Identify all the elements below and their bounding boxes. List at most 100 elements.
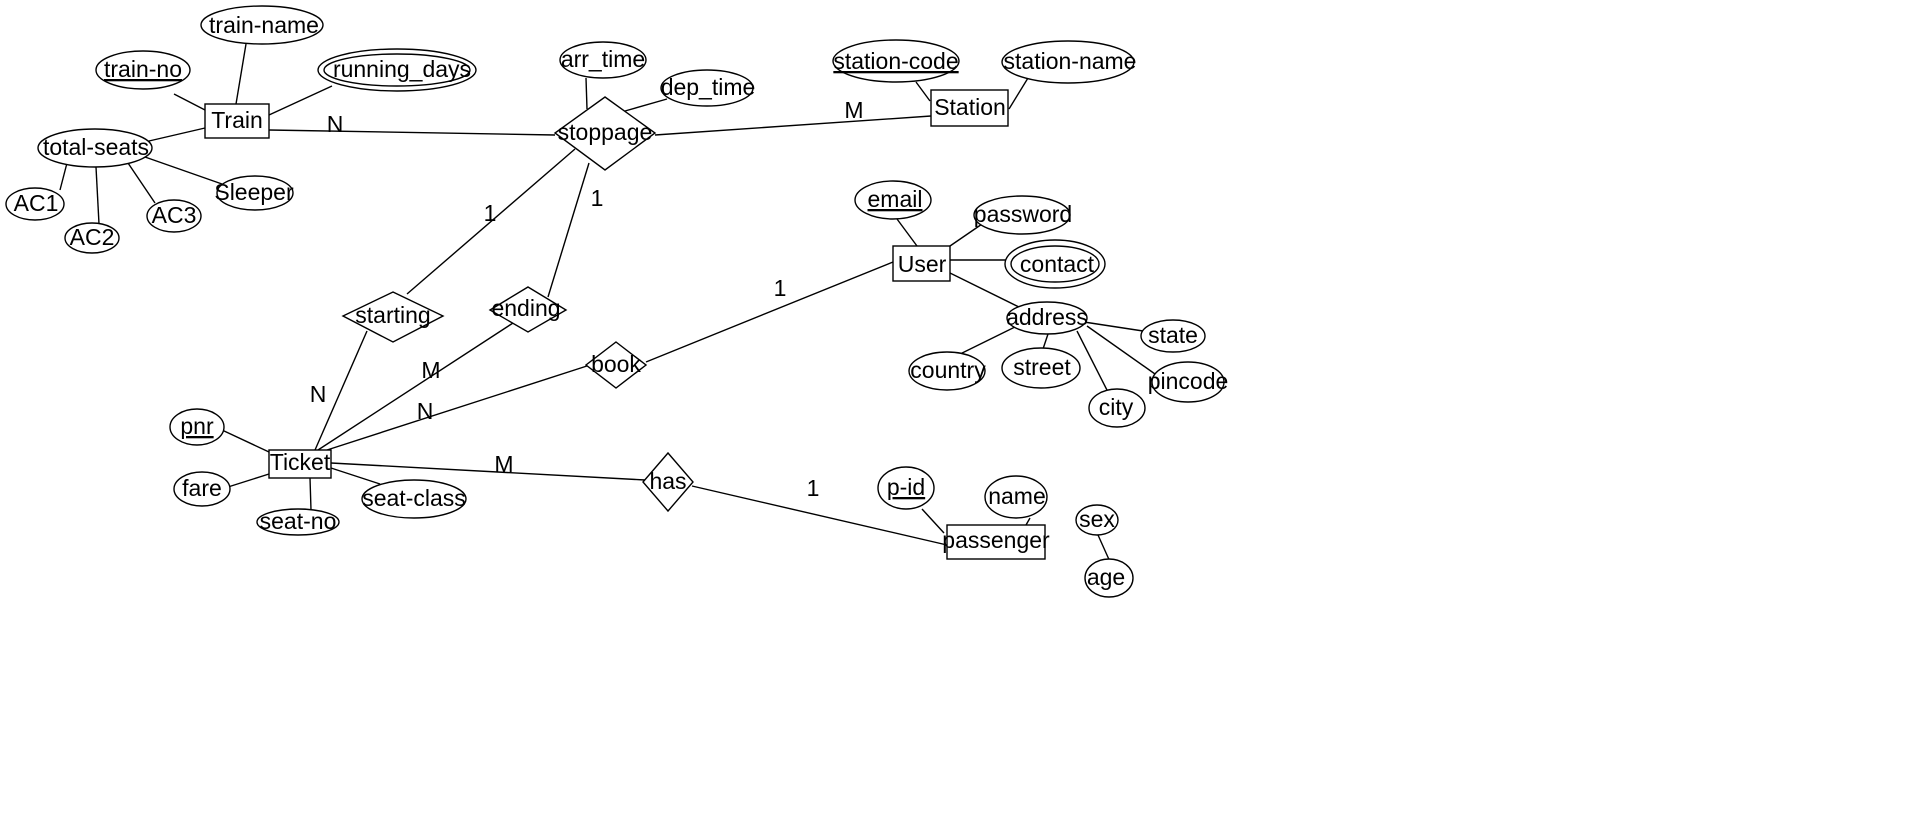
cardinalities: N M 1 1 N M 1 N M 1: [310, 97, 864, 501]
edge: [645, 261, 894, 363]
attribute-train-no: train-no: [95, 50, 191, 90]
attribute-contact: contact: [1004, 239, 1106, 289]
edge: [949, 221, 986, 247]
attribute-running-days: running_days: [317, 48, 477, 92]
svg-text:address: address: [1006, 304, 1088, 330]
attribute-pnr: pnr: [169, 408, 225, 446]
svg-text:book: book: [591, 351, 641, 377]
edge: [1086, 325, 1156, 375]
edge: [326, 364, 591, 451]
cardinality-label: 1: [807, 475, 820, 501]
attribute-country: country: [908, 351, 986, 391]
svg-text:seat-no: seat-no: [260, 508, 337, 534]
cardinality-label: N: [327, 111, 344, 137]
edge: [127, 162, 156, 204]
svg-text:AC1: AC1: [14, 190, 59, 216]
relationships: stoppage starting ending book has: [341, 96, 694, 513]
svg-text:starting: starting: [355, 302, 430, 328]
edge: [330, 462, 646, 481]
cardinality-label: M: [844, 97, 863, 123]
svg-text:total-seats: total-seats: [43, 134, 149, 160]
relationship-book: book: [584, 341, 648, 389]
cardinality-label: N: [310, 381, 327, 407]
attribute-seat-class: seat-class: [361, 479, 467, 519]
attribute-email: email: [854, 180, 932, 220]
attribute-pincode: pincode: [1148, 361, 1229, 403]
cardinality-label: M: [494, 451, 513, 477]
cardinality-label: M: [421, 357, 440, 383]
attribute-p-id: p-id: [877, 466, 935, 510]
attribute-fare: fare: [173, 471, 231, 507]
edge: [406, 148, 576, 295]
svg-text:Ticket: Ticket: [270, 449, 331, 475]
edge: [624, 98, 668, 112]
svg-text:Station: Station: [934, 94, 1006, 120]
entity-passenger: passenger: [942, 524, 1050, 560]
edge: [59, 162, 68, 191]
edge: [921, 508, 945, 534]
edge: [1008, 77, 1029, 110]
edge: [144, 156, 223, 185]
attribute-ac3: AC3: [146, 199, 202, 233]
attribute-state: state: [1140, 319, 1206, 353]
svg-text:has: has: [649, 468, 686, 494]
attribute-ac1: AC1: [5, 187, 65, 221]
relationship-ending: ending: [488, 286, 568, 333]
svg-text:arr_time: arr_time: [561, 46, 645, 72]
svg-text:User: User: [898, 251, 947, 277]
edge: [330, 467, 381, 485]
svg-text:seat-class: seat-class: [362, 485, 466, 511]
edge: [95, 166, 100, 225]
edge: [949, 272, 1024, 310]
svg-text:age: age: [1087, 564, 1125, 590]
svg-text:train-no: train-no: [104, 56, 182, 82]
attribute-name: name: [984, 475, 1048, 519]
cardinality-label: 1: [591, 185, 604, 211]
svg-text:state: state: [1148, 322, 1198, 348]
svg-text:p-id: p-id: [887, 474, 925, 500]
entity-train: Train: [204, 103, 270, 139]
entity-user: User: [892, 245, 951, 282]
attribute-street: street: [1001, 347, 1081, 389]
edge: [896, 218, 918, 247]
relationship-stoppage: stoppage: [553, 96, 657, 171]
svg-text:station-name: station-name: [1004, 48, 1137, 74]
svg-text:street: street: [1013, 354, 1071, 380]
attribute-arr-time: arr_time: [559, 41, 647, 79]
edge: [691, 485, 948, 546]
attribute-ac2: AC2: [64, 222, 120, 254]
svg-text:Train: Train: [211, 107, 263, 133]
edge: [585, 77, 588, 110]
svg-text:running_days: running_days: [333, 56, 471, 82]
edge: [235, 43, 247, 105]
relationship-starting: starting: [341, 291, 445, 343]
attribute-age: age: [1084, 558, 1134, 598]
svg-text:passenger: passenger: [942, 527, 1050, 553]
svg-text:pnr: pnr: [180, 413, 214, 439]
svg-text:contact: contact: [1020, 251, 1095, 277]
svg-text:sex: sex: [1079, 506, 1115, 532]
attribute-station-name: station-name: [1001, 40, 1137, 84]
attribute-sleeper: Sleeper: [214, 175, 294, 211]
svg-text:email: email: [868, 186, 923, 212]
cardinality-label: N: [417, 398, 434, 424]
entities: Train Station User Ticket passenger: [204, 89, 1050, 560]
svg-text:dep_time: dep_time: [661, 74, 756, 100]
edge: [314, 330, 368, 451]
edge: [227, 473, 270, 488]
edge: [173, 93, 206, 111]
edge: [951, 325, 1018, 359]
svg-text:fare: fare: [182, 475, 222, 501]
svg-text:city: city: [1099, 394, 1134, 420]
attribute-password: password: [973, 195, 1072, 235]
svg-text:AC2: AC2: [70, 224, 115, 250]
edge: [1042, 333, 1049, 350]
svg-text:password: password: [974, 201, 1072, 227]
svg-text:Sleeper: Sleeper: [214, 179, 294, 205]
attribute-train-name: train-name: [200, 5, 324, 45]
attribute-sex: sex: [1075, 504, 1119, 536]
svg-text:pincode: pincode: [1148, 368, 1229, 394]
svg-text:AC3: AC3: [152, 202, 197, 228]
attributes: train-name train-no running_days total-s…: [5, 5, 1229, 598]
